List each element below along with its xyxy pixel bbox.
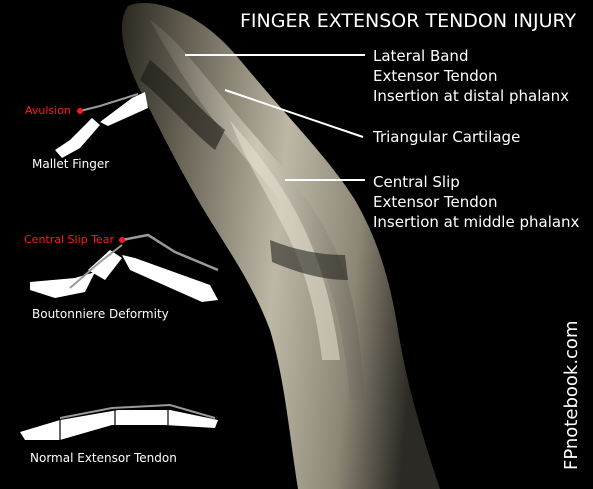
svg-text:Insertion at distal phalanx: Insertion at distal phalanx [373, 87, 569, 105]
avulsion-marker [77, 108, 83, 114]
lateral-band-label: Lateral Band Extensor Tendon Insertion a… [373, 47, 569, 105]
central-slip-tear-marker [119, 237, 125, 243]
mallet-tendon [79, 93, 139, 112]
page-title: FINGER EXTENSOR TENDON INJURY [240, 10, 576, 32]
svg-text:Lateral Band: Lateral Band [373, 47, 468, 65]
boutonniere-tendon [121, 233, 219, 272]
normal-extensor-inset: Normal Extensor Tendon [20, 403, 218, 465]
svg-text:Extensor Tendon: Extensor Tendon [373, 193, 497, 211]
svg-text:Extensor Tendon: Extensor Tendon [373, 67, 497, 85]
boutonniere-lateral-band [69, 244, 123, 289]
normal-bones [20, 410, 218, 440]
boutonniere-inset: Central Slip Tear Boutonniere Deformity [24, 233, 219, 321]
boutonniere-caption: Boutonniere Deformity [32, 307, 169, 321]
central-slip-tendon [230, 120, 340, 360]
finger-anatomy-illustration [121, 2, 440, 489]
triangular-cartilage-label: Triangular Cartilage [372, 128, 520, 146]
normal-extensor-caption: Normal Extensor Tendon [30, 451, 177, 465]
central-slip-label: Central Slip Extensor Tendon Insertion a… [373, 173, 580, 231]
mallet-finger-inset: Avulsion Mallet Finger [25, 92, 148, 171]
normal-joint-lines [59, 410, 169, 440]
boutonniere-bones [30, 250, 218, 302]
central-slip-tear-label: Central Slip Tear [24, 233, 114, 246]
svg-text:Insertion at middle phalanx: Insertion at middle phalanx [373, 213, 580, 231]
avulsion-label: Avulsion [25, 104, 71, 117]
watermark: FPnotebook.com [561, 321, 582, 470]
normal-tendon [59, 403, 216, 419]
leader-lines [185, 54, 365, 181]
mallet-finger-caption: Mallet Finger [32, 157, 109, 171]
svg-text:Central Slip: Central Slip [373, 173, 460, 191]
triangular-cartilage-leader [224, 89, 364, 138]
distal-joint-shading [140, 60, 225, 150]
mallet-bones [55, 92, 148, 158]
middle-joint-shading [270, 240, 348, 280]
